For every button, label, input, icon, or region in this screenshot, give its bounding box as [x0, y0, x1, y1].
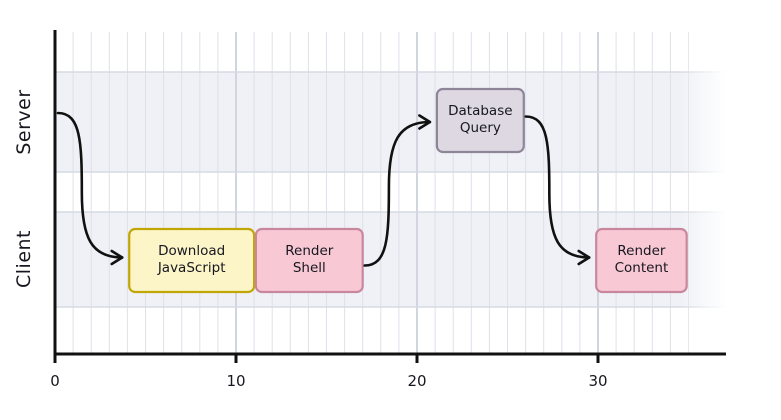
grid-layer: [55, 32, 726, 353]
x-axis-tick-label: 10: [226, 372, 245, 390]
task-label-line: Download: [158, 243, 225, 259]
task-label-line: Render: [617, 243, 666, 259]
task-box-render-content: [595, 227, 688, 294]
lane-label-client: Client: [13, 230, 35, 288]
task-box-database-query: [435, 87, 525, 154]
task-box-render-shell: [254, 227, 364, 294]
task-label-line: Content: [615, 260, 669, 276]
task-label-line: JavaScript: [157, 260, 226, 276]
task-label-line: Query: [460, 120, 501, 136]
task-label-line: Shell: [293, 260, 326, 276]
flow-arrow-2: [363, 114, 432, 267]
x-axis-tick-label: 0: [50, 372, 60, 390]
flow-arrow-3: [524, 115, 591, 266]
task-label-line: Database: [448, 103, 512, 119]
task-label-line: Render: [285, 243, 334, 259]
lane-label-server: Server: [13, 89, 35, 154]
task-box-download-javascript: [128, 227, 256, 294]
flow-arrow-1: [56, 111, 124, 266]
x-axis-tick-label: 30: [588, 372, 607, 390]
x-axis-tick-label: 20: [407, 372, 426, 390]
